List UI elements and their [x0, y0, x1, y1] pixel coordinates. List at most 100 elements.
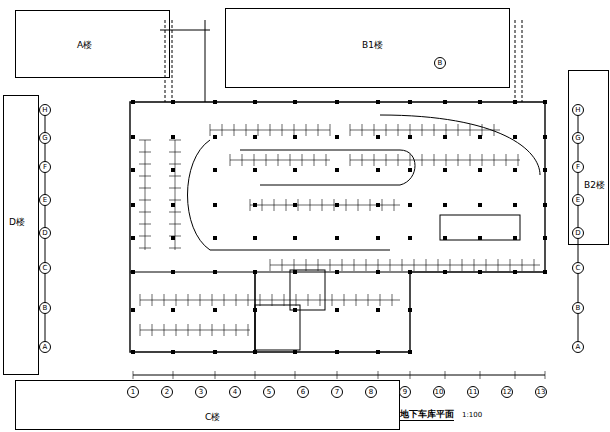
stall-line	[410, 124, 411, 136]
column	[293, 308, 297, 312]
building-name: D楼	[8, 218, 26, 227]
axis-bubble: 5	[263, 386, 275, 398]
stall-line	[270, 259, 271, 271]
column	[408, 308, 412, 312]
column	[253, 203, 257, 207]
column	[543, 100, 547, 104]
column	[213, 308, 217, 312]
stall-line	[445, 371, 446, 379]
column	[478, 270, 482, 274]
column	[376, 308, 380, 312]
stall-line	[344, 294, 345, 306]
column	[131, 168, 135, 172]
stall-line	[506, 154, 507, 166]
stall-line	[332, 294, 333, 306]
stall-line	[188, 294, 189, 306]
stall-line	[446, 154, 447, 166]
column	[171, 203, 175, 207]
building-name: B2楼	[583, 181, 606, 190]
stall-line	[310, 199, 311, 211]
column	[513, 203, 517, 207]
axis-bubble: D	[572, 227, 584, 239]
column	[513, 168, 517, 172]
stall-line	[266, 154, 267, 166]
column	[253, 308, 257, 312]
stall-line	[354, 259, 355, 271]
column	[376, 270, 380, 274]
axis-bubble: A	[39, 341, 51, 353]
stall-line	[298, 199, 299, 211]
axis-bubble: 1	[127, 386, 139, 398]
stall-line	[368, 294, 369, 306]
building-outline: C楼	[15, 380, 400, 430]
stall-line	[255, 371, 256, 379]
column	[513, 100, 517, 104]
stall-line	[386, 124, 387, 136]
stall-line	[295, 371, 296, 379]
column	[513, 236, 517, 240]
stall-line	[139, 188, 151, 189]
stall-line	[248, 324, 249, 336]
stall-line	[140, 300, 400, 301]
axis-bubble: 9	[399, 386, 411, 398]
axis-bubble: G	[572, 132, 584, 144]
stall-line	[314, 154, 315, 166]
stall-line	[212, 294, 213, 306]
column	[131, 203, 135, 207]
column	[131, 270, 135, 274]
stall-line	[222, 124, 223, 136]
stall-line	[169, 140, 181, 141]
stall-line	[326, 154, 327, 166]
stall-line	[494, 124, 495, 136]
column	[376, 203, 380, 207]
stall-line	[342, 259, 343, 271]
column	[335, 100, 339, 104]
column	[171, 168, 175, 172]
column	[171, 135, 175, 139]
stall-line	[534, 259, 535, 271]
column	[131, 350, 135, 354]
stall-line	[374, 124, 375, 136]
column	[408, 270, 412, 274]
column	[335, 135, 339, 139]
stall-line	[210, 124, 211, 136]
axis-bubble: H	[572, 104, 584, 116]
stall-line	[410, 154, 411, 166]
column	[253, 350, 257, 354]
stall-line	[139, 200, 151, 201]
building-name: C楼	[204, 413, 221, 422]
column	[171, 308, 175, 312]
axis-bubble: B	[39, 302, 51, 314]
column	[293, 168, 297, 172]
column	[443, 168, 447, 172]
stall-line	[486, 259, 487, 271]
column	[408, 100, 412, 104]
stall-line	[545, 371, 546, 379]
stall-line	[294, 124, 295, 136]
axis-bubble: F	[572, 161, 584, 173]
axis-bubble: 13	[535, 386, 547, 398]
axis-bubble: C	[572, 262, 584, 274]
axis-bubble: A	[572, 341, 584, 353]
column	[171, 100, 175, 104]
column	[543, 270, 547, 274]
axis-bubble: 7	[331, 386, 343, 398]
stall-line	[173, 371, 174, 379]
column	[213, 168, 217, 172]
stall-line	[139, 236, 151, 237]
stall-line	[200, 324, 201, 336]
column	[543, 135, 547, 139]
column	[543, 168, 547, 172]
axis-bubble: 4	[229, 386, 241, 398]
building-outline: B1楼	[225, 8, 510, 88]
column	[335, 203, 339, 207]
stall-line	[169, 188, 181, 189]
stall-line	[246, 124, 247, 136]
stall-line	[458, 124, 459, 136]
stall-line	[374, 154, 375, 166]
column	[335, 270, 339, 274]
column	[293, 100, 297, 104]
stall-line	[394, 199, 395, 211]
axis-bubble: 10	[433, 386, 445, 398]
